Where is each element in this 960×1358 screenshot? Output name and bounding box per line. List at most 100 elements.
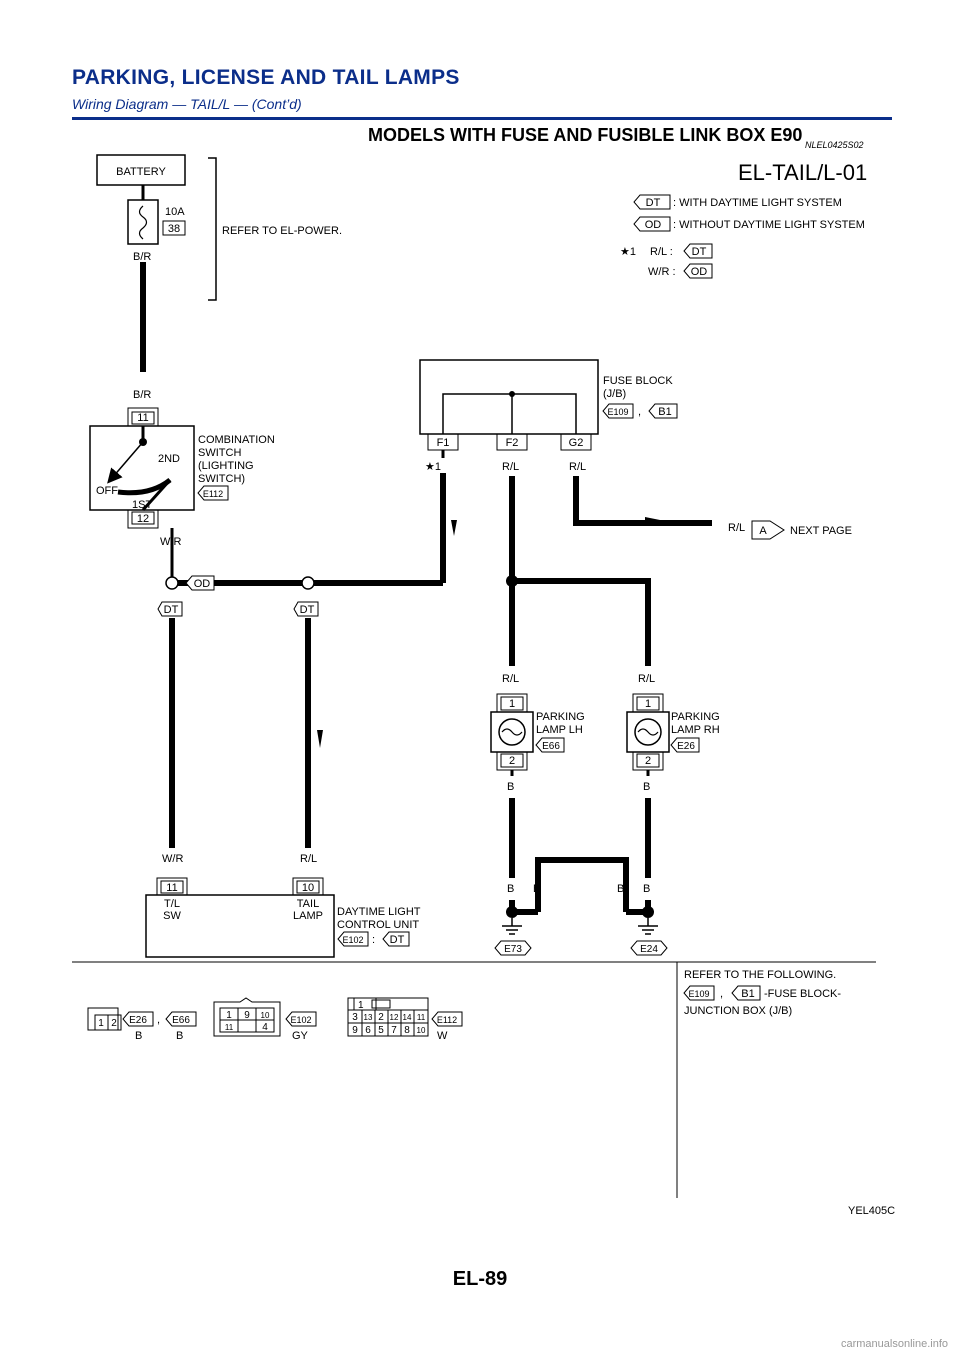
dlcu-dt: DT	[390, 934, 405, 946]
page-title: PARKING, LICENSE AND TAIL LAMPS	[72, 66, 460, 89]
fuse-block-conn2: B1	[658, 406, 671, 418]
fuse-block-name-1: FUSE BLOCK	[603, 375, 673, 387]
fuse-amp: 10A	[165, 206, 185, 218]
page-subtitle: Wiring Diagram — TAIL/L — (Cont’d)	[72, 96, 302, 112]
c3-r2-1: 9	[352, 1025, 358, 1036]
c3-color: W	[437, 1030, 448, 1042]
battery: BATTERY	[96, 154, 186, 186]
fuse-block: F1 F2 G2 FUSE BLOCK (J/B) E109 , B1	[419, 359, 678, 451]
legend: DT : WITH DAYTIME LIGHT SYSTEM OD : WITH…	[620, 194, 865, 279]
next-page-tag: A	[759, 525, 767, 537]
c3-r1-5: 14	[403, 1013, 412, 1022]
section-code: NLEL0425S02	[805, 140, 864, 150]
c3-r1-6: 11	[417, 1013, 426, 1022]
c2-id: E102	[290, 1015, 311, 1025]
rh-pin-1: 1	[645, 698, 651, 710]
rh-name-2: LAMP RH	[671, 724, 720, 736]
c2-color: GY	[292, 1030, 309, 1042]
refer-line2: -FUSE BLOCK-	[764, 988, 841, 1000]
od-tag: OD	[194, 578, 211, 590]
combo-pos-1st: 1ST	[132, 499, 152, 511]
wire-color-rl-next: R/L	[728, 522, 745, 534]
page-number: EL-89	[452, 1268, 508, 1290]
legend-wr-od: OD	[691, 266, 708, 278]
c3-r1-1: 3	[352, 1012, 358, 1023]
fuse-block-sep: ,	[638, 406, 641, 418]
c1-color-1: B	[135, 1030, 142, 1042]
c2-pin-4: 4	[262, 1022, 268, 1033]
legend-wr: W/R :	[648, 266, 676, 278]
wire-color-wr-dlcu: W/R	[162, 853, 183, 865]
next-page-label: NEXT PAGE	[790, 525, 852, 537]
c2-pin-10: 10	[261, 1011, 270, 1020]
legend-dt-desc: : WITH DAYTIME LIGHT SYSTEM	[673, 197, 842, 209]
legend-dt-tag: DT	[646, 197, 661, 209]
dlcu-pin11-line2: SW	[163, 910, 181, 922]
wire-color-br: B/R	[133, 389, 151, 401]
wire-color-b-lh: B	[507, 781, 514, 793]
legend-od-desc: : WITHOUT DAYTIME LIGHT SYSTEM	[673, 219, 865, 231]
battery-label: BATTERY	[116, 166, 166, 178]
wire-color-rl-lh: R/L	[502, 673, 519, 685]
combo-name-3: (LIGHTING	[198, 460, 254, 472]
legend-rl-dt: DT	[692, 246, 707, 258]
c3-r2-2: 6	[365, 1025, 371, 1036]
section-title: MODELS WITH FUSE AND FUSIBLE LINK BOX E9…	[368, 125, 803, 145]
fuse-pin-g2: G2	[569, 437, 584, 449]
wire-color-b-rh: B	[643, 781, 650, 793]
c1-pin-1: 1	[98, 1018, 104, 1029]
ground-e73-label: E73	[504, 944, 522, 955]
legend-star: ★1	[620, 246, 636, 258]
fuse-star: ★1	[425, 461, 441, 473]
rh-connector: E26	[677, 741, 695, 752]
refer-power: REFER TO EL-POWER.	[222, 225, 342, 237]
refer-conn1: E109	[688, 989, 709, 999]
combo-pin-12: 12	[137, 513, 149, 525]
ground-e24: E24	[630, 906, 668, 956]
c3-r1-4: 12	[390, 1013, 399, 1022]
connector-e26-e66: 1 2 E26 , E66 B B	[87, 1007, 197, 1042]
c3-r1-2: 13	[364, 1013, 373, 1022]
lh-connector: E66	[542, 741, 560, 752]
dlcu-colon: :	[372, 934, 375, 946]
header-rule	[72, 117, 892, 120]
wire-b-cross	[535, 857, 629, 912]
refer-sep: ,	[720, 988, 723, 1000]
parking-lamp-rh: 1 2 PARKING LAMP RH E26	[626, 693, 720, 771]
fuse-block-name-2: (J/B)	[603, 388, 626, 400]
c1-sep: ,	[157, 1014, 160, 1026]
parking-lamp-lh: 1 2 PARKING LAMP LH E66	[490, 693, 585, 771]
combination-switch: 11 12 OFF 1ST 2ND COMBINATION SWITCH (LI…	[89, 407, 275, 529]
refer-line3: JUNCTION BOX (J/B)	[684, 1005, 792, 1017]
combo-pos-off: OFF	[96, 485, 118, 497]
c2-pin-1: 1	[226, 1010, 232, 1021]
refer-line1: REFER TO THE FOLLOWING.	[684, 969, 836, 981]
connector-e102: 1 9 10 11 4 E102 GY	[213, 997, 317, 1042]
dlcu-pin-11: 11	[166, 882, 177, 894]
dlcu-connector: E102	[342, 935, 363, 945]
dlcu-name-2: CONTROL UNIT	[337, 919, 419, 931]
combo-pin-11: 11	[137, 412, 148, 424]
legend-od-tag: OD	[645, 219, 662, 231]
daytime-light-control-unit: 11 10 T/L SW TAIL LAMP DAYTIME LIGHT CON…	[145, 877, 421, 958]
wire-color-rl-g2: R/L	[569, 461, 586, 473]
lh-name-1: PARKING	[536, 711, 585, 723]
dt-tag-right: DT	[300, 604, 315, 616]
wire-color-b-1: B	[507, 883, 514, 895]
dlcu-pin11-line1: T/L	[164, 898, 180, 910]
rh-name-1: PARKING	[671, 711, 720, 723]
c3-r2-5: 8	[404, 1025, 410, 1036]
lh-name-2: LAMP LH	[536, 724, 583, 736]
diagram-id: EL-TAIL/L-01	[738, 160, 867, 185]
c1-id-1: E26	[129, 1015, 147, 1026]
refer-note: REFER TO THE FOLLOWING. E109 , B1 -FUSE …	[683, 969, 841, 1017]
lh-pin-1: 1	[509, 698, 515, 710]
dlcu-pin10-line2: LAMP	[293, 910, 323, 922]
wire-color-rl-f2: R/L	[502, 461, 519, 473]
combo-pos-2nd: 2ND	[158, 453, 180, 465]
c3-r2-4: 7	[391, 1025, 397, 1036]
lh-pin-2: 2	[509, 755, 515, 767]
c2-pin-9: 9	[244, 1010, 250, 1021]
ground-e73: E73	[494, 906, 532, 956]
rh-pin-2: 2	[645, 755, 651, 767]
